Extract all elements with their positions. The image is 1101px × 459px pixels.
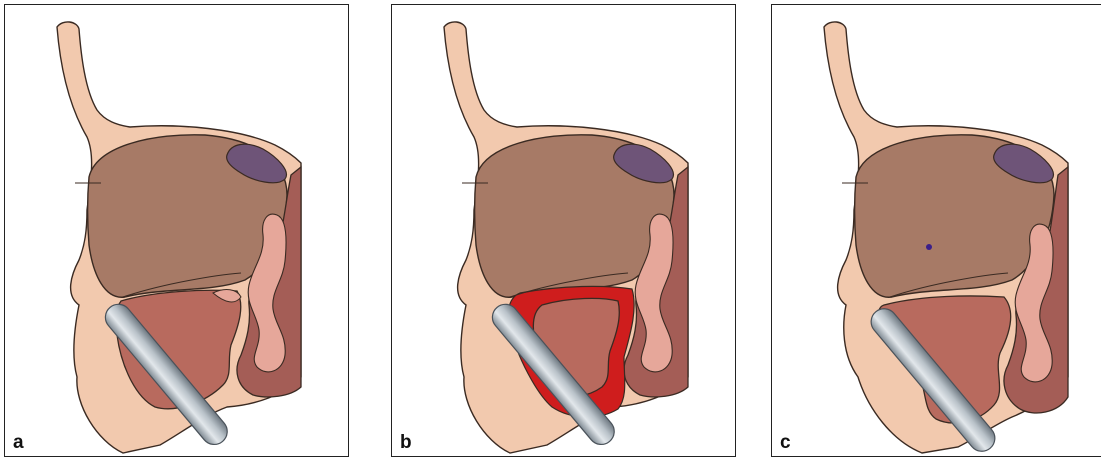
panel-a: a bbox=[4, 4, 349, 457]
marker-dot bbox=[926, 244, 932, 250]
panel-b: b bbox=[391, 4, 736, 457]
anatomy-illustration-c bbox=[772, 5, 1101, 457]
anatomy-illustration-a bbox=[5, 5, 349, 457]
panel-c: c bbox=[771, 4, 1101, 457]
panel-label-b: b bbox=[400, 433, 412, 452]
anatomy-illustration-b bbox=[392, 5, 736, 457]
panel-label-a: a bbox=[13, 433, 24, 452]
panel-label-c: c bbox=[780, 433, 791, 452]
